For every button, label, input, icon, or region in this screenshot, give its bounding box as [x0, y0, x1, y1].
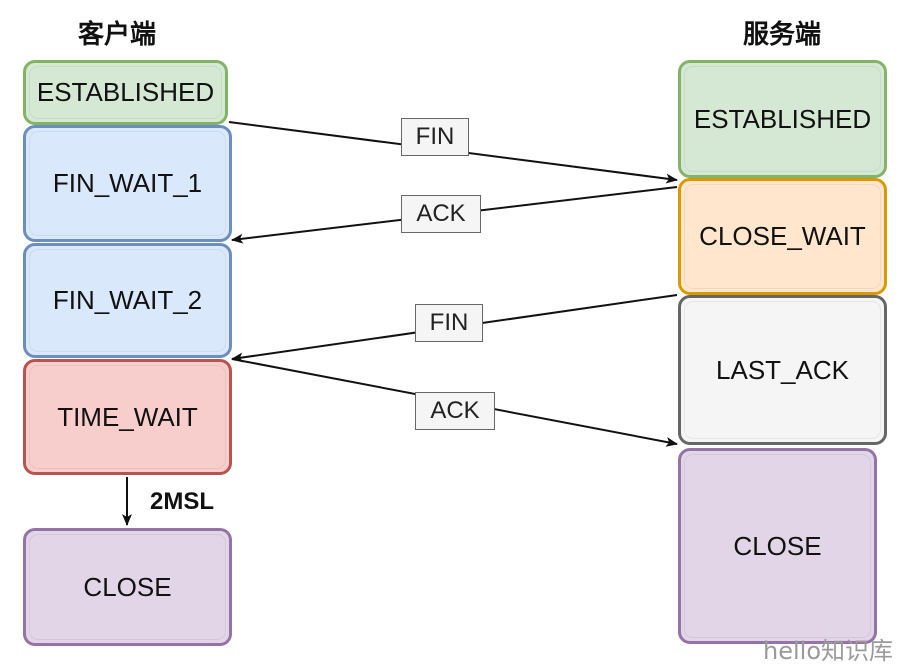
client-title: 客户端 — [78, 20, 157, 50]
server-state-close: CLOSE — [678, 448, 877, 644]
server-state-established: ESTABLISHED — [678, 60, 887, 178]
watermark: hello知识库 — [763, 637, 893, 665]
fin-label-1: FIN — [401, 118, 469, 156]
ack-label-1: ACK — [401, 195, 481, 233]
server-state-last-ack: LAST_ACK — [678, 295, 887, 445]
server-state-close-wait: CLOSE_WAIT — [678, 178, 887, 295]
client-state-established: ESTABLISHED — [23, 60, 228, 125]
ack-label-2: ACK — [415, 392, 495, 430]
client-state-close: CLOSE — [23, 528, 232, 646]
fin-label-2: FIN — [415, 304, 483, 342]
client-state-time-wait: TIME_WAIT — [23, 359, 232, 475]
timer-label: 2MSL — [150, 488, 215, 515]
server-title: 服务端 — [743, 20, 822, 50]
client-state-fin-wait-2: FIN_WAIT_2 — [23, 243, 232, 358]
client-state-fin-wait-1: FIN_WAIT_1 — [23, 125, 232, 242]
